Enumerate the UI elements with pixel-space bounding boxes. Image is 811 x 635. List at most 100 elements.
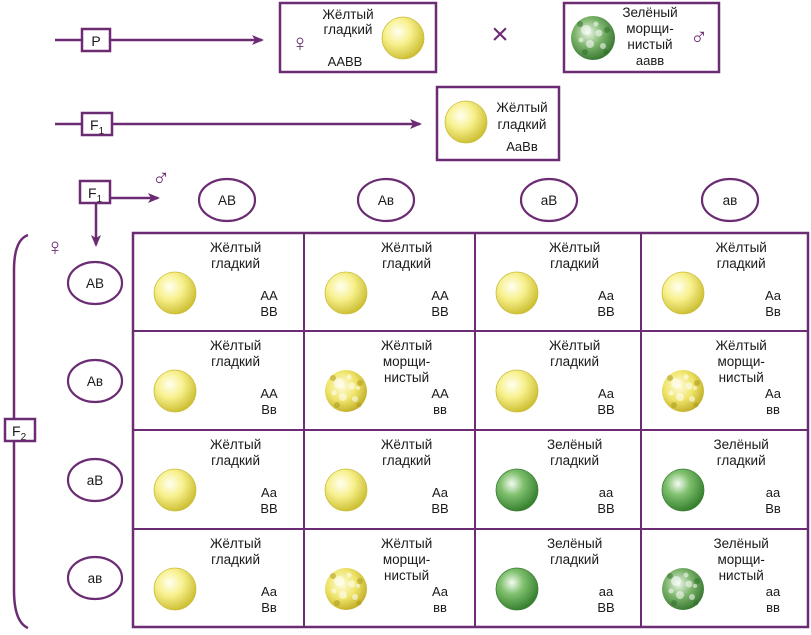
cell-genotype-line2: BB	[431, 304, 448, 319]
f2-f1-label: F1	[88, 185, 103, 205]
pea-green-wrinkled-icon	[662, 568, 704, 610]
cell-genotype-line1: Aa	[261, 485, 278, 500]
cell-phenotype-line: Жёлтый	[381, 437, 432, 452]
cross-symbol: ×	[491, 18, 509, 51]
cell-phenotype-line: гладкий	[717, 453, 766, 468]
cell-phenotype-line: Зелёный	[714, 437, 769, 452]
cell-genotype-line1: aa	[599, 584, 614, 599]
f2-female-symbol: ♀	[46, 234, 64, 261]
female-gamete-label: Aв	[87, 374, 103, 389]
f1-phenotype-line2: гладкий	[498, 117, 547, 132]
female-phenotype-line1: Жёлтый	[322, 7, 373, 22]
pea-yellow-smooth-icon	[153, 567, 197, 611]
female-gamete-label: aв	[88, 571, 103, 586]
cell-genotype-line1: Aa	[432, 485, 449, 500]
cell-genotype-line1: Aa	[432, 584, 449, 599]
female-gametes: AB Aв aB aв	[66, 260, 124, 601]
female-genotype: AABB	[328, 54, 363, 69]
cell-phenotype-line: морщи-	[717, 354, 764, 369]
cell-genotype-line2: вв	[433, 600, 447, 615]
cell-phenotype-line: Зелёный	[714, 536, 769, 551]
pea-yellow-wrinkled-icon	[662, 370, 704, 412]
cell-genotype-line2: Bв	[765, 501, 781, 516]
cell-genotype-line1: AA	[431, 386, 449, 401]
cell-genotype-line2: BB	[260, 501, 277, 516]
cell-genotype-line1: AA	[260, 288, 278, 303]
f2-male-symbol: ♂	[152, 165, 170, 192]
cell-genotype-line2: Bв	[765, 304, 781, 319]
cell-phenotype-line: гладкий	[211, 354, 260, 369]
cell-genotype-line2: BB	[597, 304, 614, 319]
cell-phenotype-line: Жёлтый	[210, 338, 261, 353]
pea-green-smooth-icon	[495, 468, 539, 512]
cell-phenotype-line: нистый	[719, 568, 764, 583]
pea-green-smooth-icon	[661, 468, 705, 512]
female-gamete-label: aB	[87, 473, 104, 488]
cell-phenotype-line: Жёлтый	[549, 338, 600, 353]
cell-phenotype-line: Жёлтый	[549, 240, 600, 255]
pea-yellow-smooth-icon	[324, 468, 368, 512]
cell-phenotype-line: гладкий	[382, 453, 431, 468]
f2-label-box	[3, 417, 37, 443]
female-gamete: Aв	[66, 358, 124, 404]
female-phenotype-line2: гладкий	[324, 22, 373, 37]
cell-phenotype-line: Зелёный	[547, 536, 602, 551]
cell-phenotype-line: морщи-	[383, 552, 430, 567]
pea-yellow-smooth-icon	[661, 271, 705, 315]
cell-genotype-line1: Aa	[765, 288, 782, 303]
female-gamete-label: AB	[86, 276, 104, 291]
pea-yellow-smooth-icon	[444, 100, 488, 144]
pea-green-wrinkled-icon	[571, 16, 615, 60]
pea-green-smooth-icon	[495, 567, 539, 611]
male-phenotype-line2: морщи-	[626, 21, 673, 36]
cell-phenotype-line: Жёлтый	[210, 536, 261, 551]
male-symbol: ♂	[690, 24, 708, 51]
male-genotype: aaвв	[636, 53, 664, 68]
cell-genotype-line1: AA	[431, 288, 449, 303]
cell-phenotype-line: нистый	[384, 370, 429, 385]
cell-phenotype-line: морщи-	[717, 552, 764, 567]
cell-genotype-line1: aa	[599, 485, 614, 500]
pea-yellow-smooth-icon	[153, 369, 197, 413]
cell-genotype-line1: Aa	[598, 386, 615, 401]
pea-yellow-smooth-icon	[495, 369, 539, 413]
male-gamete: AB	[197, 177, 257, 223]
cell-phenotype-line: гладкий	[717, 256, 766, 271]
cell-phenotype-line: гладкий	[550, 256, 599, 271]
cell-genotype-line2: BB	[597, 600, 614, 615]
cell-genotype-line2: Bв	[261, 402, 277, 417]
cell-phenotype-line: Жёлтый	[381, 240, 432, 255]
cell-phenotype-line: нистый	[719, 370, 764, 385]
male-gamete: Aв	[356, 177, 416, 223]
male-phenotype-line1: Зелёный	[622, 5, 677, 20]
cell-genotype-line2: вв	[766, 402, 780, 417]
male-phenotype-line3: нистый	[627, 37, 672, 52]
cell-phenotype-line: Жёлтый	[716, 338, 767, 353]
male-gamete-label: aв	[723, 193, 738, 208]
cell-genotype-line1: Aa	[598, 288, 615, 303]
cell-phenotype-line: Зелёный	[547, 437, 602, 452]
p-label: P	[91, 33, 100, 49]
pea-yellow-smooth-icon	[153, 468, 197, 512]
cell-phenotype-line: гладкий	[550, 354, 599, 369]
cell-genotype-line2: Bв	[261, 600, 277, 615]
cell-genotype-line2: BB	[597, 501, 614, 516]
cell-genotype-line2: вв	[766, 600, 780, 615]
male-gamete-label: AB	[218, 193, 236, 208]
cell-genotype-line2: BB	[431, 501, 448, 516]
